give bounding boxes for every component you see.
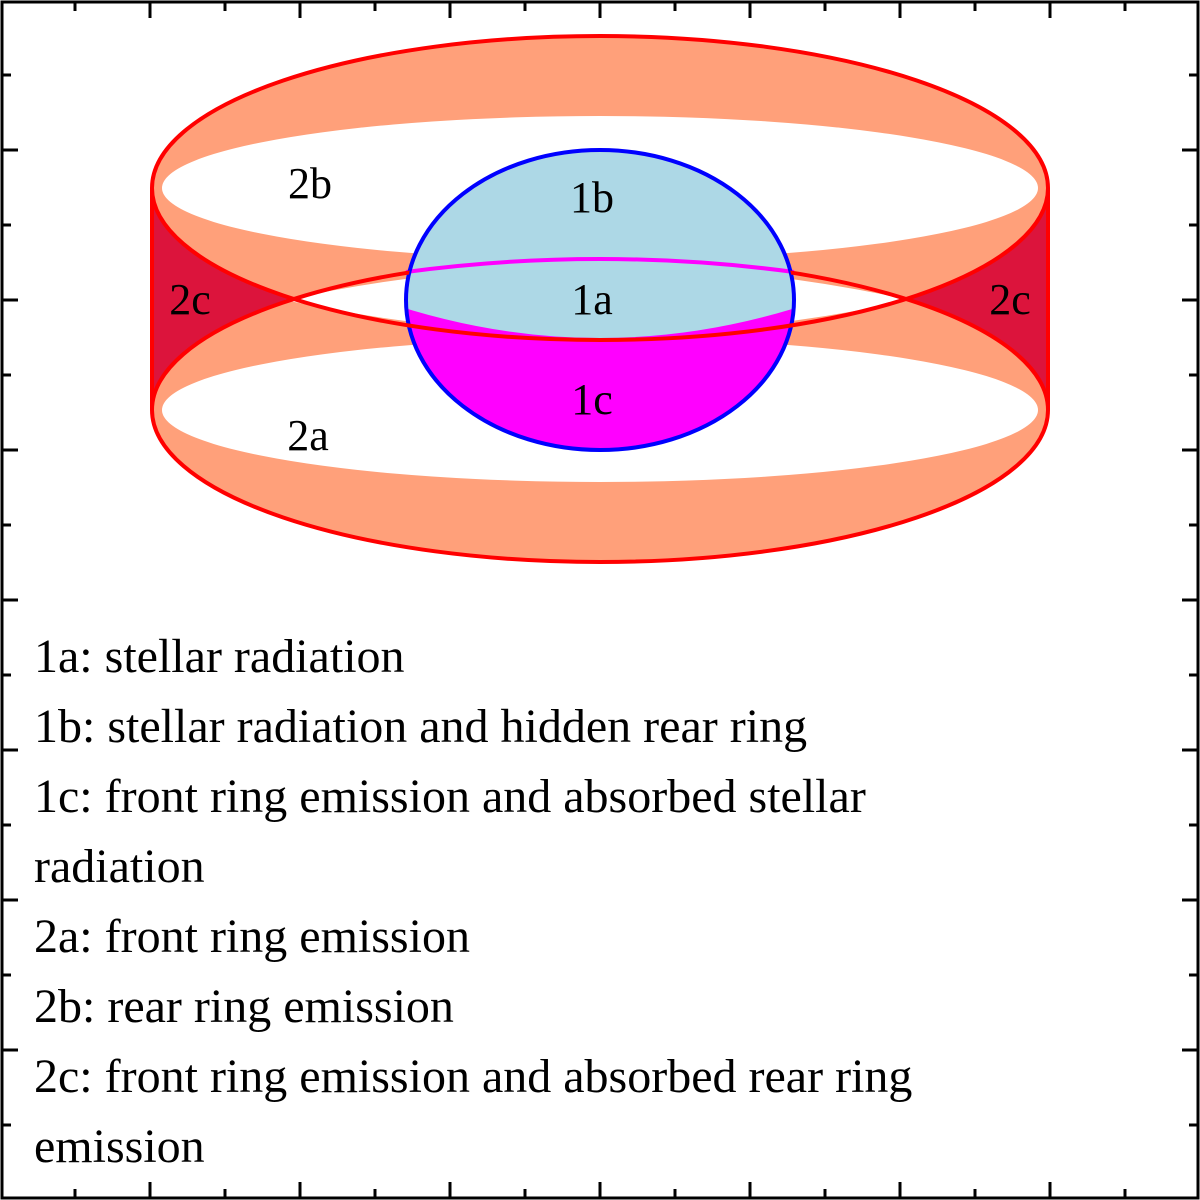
star-chord-line	[405, 257, 795, 274]
front-ring-region	[152, 258, 1048, 562]
absorbed-star-region	[406, 300, 794, 450]
legend-line: 1a: stellar radiation	[34, 630, 405, 683]
label-1c: 1c	[571, 375, 613, 424]
legend-line: emission	[34, 1120, 205, 1173]
label-2a: 2a	[287, 411, 329, 460]
star-outline	[404, 148, 796, 452]
label-1b: 1b	[570, 173, 614, 222]
legend-line: 1b: stellar radiation and hidden rear ri…	[34, 700, 808, 753]
label-1a: 1a	[571, 275, 613, 324]
legend-line: 2c: front ring emission and absorbed rea…	[34, 1050, 913, 1103]
label-2b: 2b	[288, 159, 332, 208]
legend: 1a: stellar radiation 1b: stellar radiat…	[34, 622, 1164, 1182]
label-2c-right: 2c	[989, 275, 1031, 324]
ring-vertical-edges	[150, 188, 1050, 410]
legend-line: 2b: rear ring emission	[34, 980, 454, 1033]
legend-line: radiation	[34, 840, 205, 893]
label-2c-left: 2c	[169, 275, 211, 324]
legend-line: 1c: front ring emission and absorbed ste…	[34, 770, 866, 823]
rear-ring-region	[152, 36, 1048, 340]
legend-line: 2a: front ring emission	[34, 910, 470, 963]
